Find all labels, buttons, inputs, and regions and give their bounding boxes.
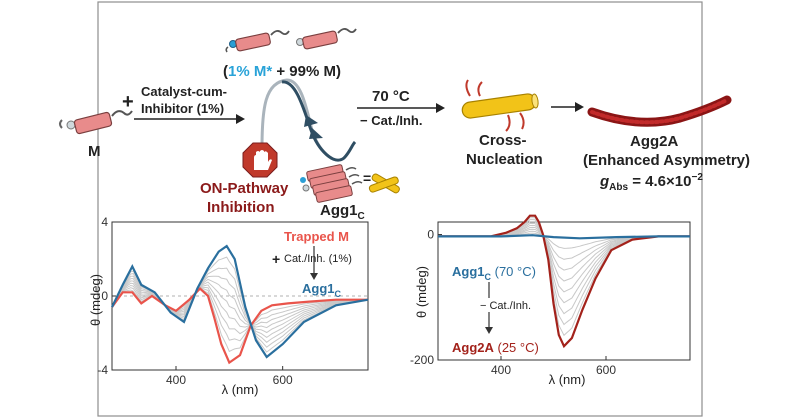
- agg1c-stack-icon: [300, 164, 363, 203]
- chart2-agg2a-label: Agg2A (25 °C): [452, 340, 539, 355]
- on-pathway-line1: ON-Pathway: [200, 180, 289, 197]
- chart1-trapped-label: Trapped M: [284, 229, 349, 244]
- energy-landscape-curve: [281, 80, 357, 162]
- c1-x-tick-label: 600: [273, 373, 293, 387]
- agg1c-label: Agg1C: [320, 202, 365, 222]
- chart2-cat-label: − Cat./Inh.: [480, 300, 531, 312]
- chart1-annot-arrow-head: [310, 273, 318, 280]
- chart2-x-axis-label: λ (nm): [549, 372, 586, 387]
- cross-label-line1: Cross-: [479, 132, 527, 149]
- chart1-intermediate-spectra: [111, 256, 369, 353]
- plus-sign: +: [122, 91, 134, 113]
- cd-spectra-chart-left: 400 600 4 0 -4 θ (mdeg) λ (nm) Trapped M + C…: [88, 215, 369, 397]
- agg2a-fiber-icon: [587, 95, 732, 127]
- on-pathway-line2: Inhibition: [207, 199, 274, 216]
- chart1-plus-sign: +: [272, 251, 280, 267]
- cross-label-line2: Nucleation: [466, 151, 543, 168]
- chart1-series-group: [111, 244, 369, 365]
- heat-arrow-head: [436, 103, 445, 113]
- crossed-rods-icon: [368, 173, 400, 194]
- chart2-agg1c-label: Agg1C (70 °C): [452, 264, 536, 282]
- chart1-x-axis-label: λ (nm): [222, 382, 259, 397]
- c1-y-tick-label: 0: [101, 289, 108, 303]
- equals-sign: =: [363, 170, 371, 186]
- chart2-cat-bg: [474, 298, 526, 312]
- chart1-ticks: 400 600 4 0 -4: [97, 215, 293, 387]
- chart2-plot-frame: [437, 221, 691, 361]
- chart2-ticks: 400 600 0 -200: [410, 228, 616, 377]
- chart2-y-axis-label: θ (mdeg): [414, 266, 429, 318]
- cd-spectra-chart-right: 400 600 0 -200 θ (mdeg) λ (nm) Agg1C (70 °C…: [410, 214, 691, 387]
- m-star-text: 1% M*: [228, 63, 272, 80]
- stop-hand-icon: [242, 142, 278, 178]
- pathway-arrow-head-2: [309, 128, 323, 139]
- monomer-m-label: M: [88, 143, 101, 160]
- monomer-m-icon: [59, 110, 133, 135]
- chart1-y-axis-label: θ (mdeg): [88, 274, 103, 326]
- c2-y-tick-label: -200: [410, 353, 434, 367]
- c2-x-tick-label: 400: [491, 363, 511, 377]
- chart1-cat-label: Cat./Inh. (1%): [284, 253, 352, 265]
- reagent-line2: Inhibitor (1%): [141, 101, 224, 116]
- mixture-label: (1% M* + 99% M): [223, 63, 341, 80]
- c2-y-tick-label: 0: [427, 228, 434, 242]
- c1-series-line-red: [111, 287, 368, 365]
- agg2a-arrow-head: [575, 102, 584, 112]
- golden-rod-icon: [461, 79, 539, 132]
- gabs-value: gAbs = 4.6×10−2: [599, 172, 703, 193]
- c2-series-line-dark_red: [438, 214, 690, 349]
- c1-y-tick-label: 4: [101, 215, 108, 229]
- pathway-arrow-head-1: [304, 115, 318, 127]
- m-star-molecule-icon: [225, 30, 290, 53]
- agg2a-line2: (Enhanced Asymmetry): [583, 152, 750, 169]
- reagent-line1: Catalyst-cum-: [141, 84, 227, 99]
- chart2-series-group: [438, 214, 690, 349]
- c1-y-tick-label: -4: [97, 363, 108, 377]
- c1-x-tick-label: 400: [166, 373, 186, 387]
- c1-series-line-blue: [111, 244, 369, 359]
- figure-frame: [97, 1, 703, 417]
- m-molecule-icon: [296, 28, 357, 50]
- reagent-arrow-head: [236, 114, 245, 124]
- temperature-label: 70 °C: [372, 88, 410, 105]
- remove-cat-label: − Cat./Inh.: [360, 113, 422, 128]
- c2-x-tick-label: 600: [596, 363, 616, 377]
- chart2-annot-arrow-head: [485, 327, 493, 334]
- chart1-agg-label: Agg1C: [302, 281, 342, 299]
- c2-series-line-blue: [438, 234, 690, 240]
- agg2a-line1: Agg2A: [630, 133, 679, 150]
